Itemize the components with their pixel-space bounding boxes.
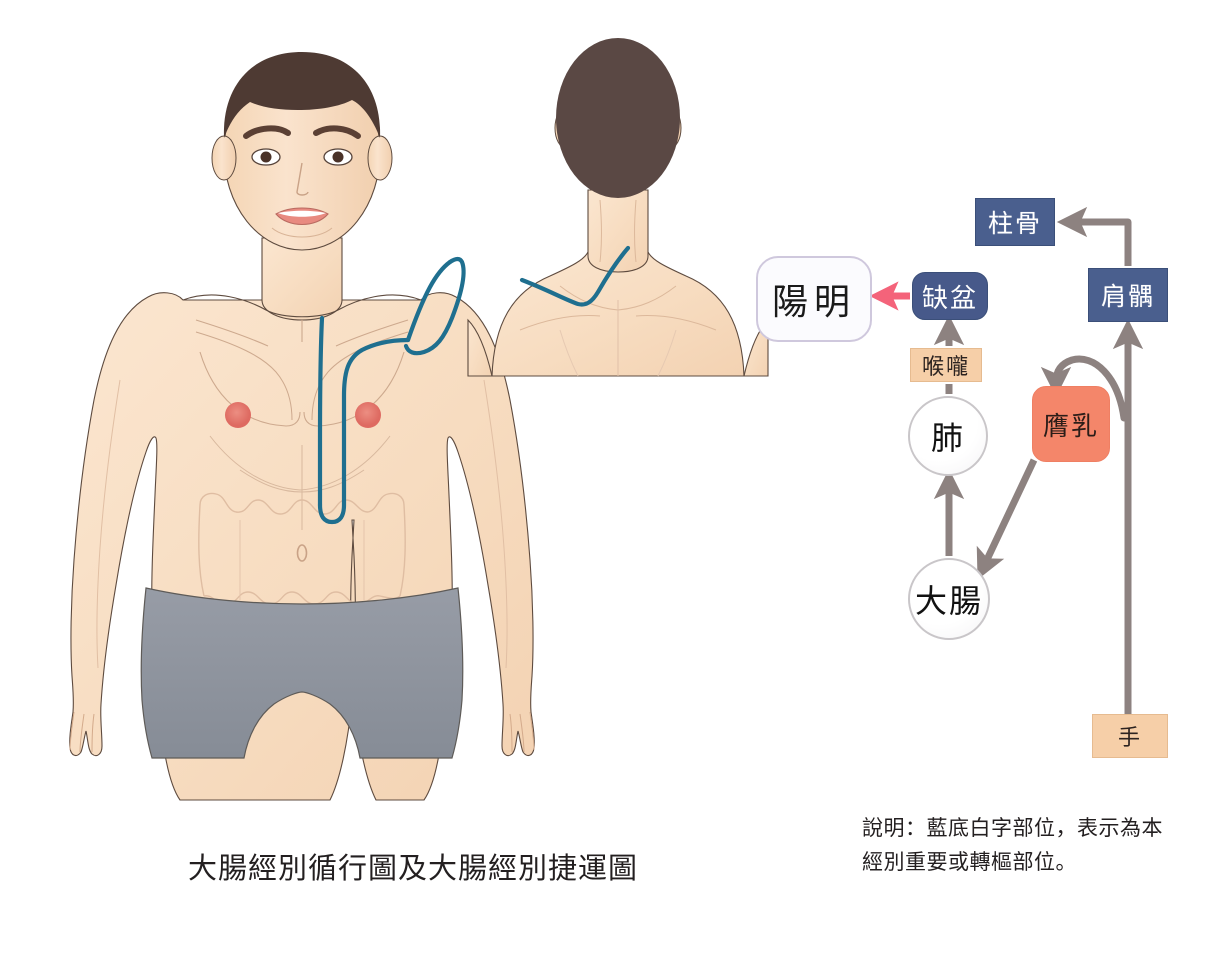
node-fei[interactable]: 肺 <box>908 396 988 476</box>
legend-note: 說明：藍底白字部位，表示為本經別重要或轉樞部位。 <box>862 817 1163 874</box>
edge-yingru-to-dachang <box>976 458 1038 580</box>
node-jianyu[interactable]: 肩髃 <box>1088 268 1168 322</box>
node-shou-label: 手 <box>1117 725 1142 750</box>
node-yangming[interactable]: 陽明 <box>756 256 872 342</box>
node-houlong-label: 喉嚨 <box>921 354 970 379</box>
edge-jianyu-to-zhugu <box>1056 206 1132 266</box>
node-yingru-label: 膺乳 <box>1042 410 1099 441</box>
main-title: 大腸經別循行圖及大腸經別捷運圖 <box>188 853 639 885</box>
node-yangming-label: 陽明 <box>771 281 856 322</box>
node-yingru[interactable]: 膺乳 <box>1032 386 1110 462</box>
node-jianyu-label: 肩髃 <box>1100 283 1155 311</box>
node-shou[interactable]: 手 <box>1092 714 1168 758</box>
node-dachang[interactable]: 大腸 <box>908 558 990 640</box>
front-body-figure <box>69 52 535 801</box>
node-fei-label: 肺 <box>930 420 965 456</box>
node-quepen-label: 缺盆 <box>921 282 978 313</box>
meridian-line-back <box>519 245 631 307</box>
node-zhugu[interactable]: 柱骨 <box>975 198 1055 246</box>
node-dachang-label: 大腸 <box>914 583 983 619</box>
node-zhugu-label: 柱骨 <box>987 210 1042 238</box>
back-neck-figure <box>467 38 769 377</box>
node-quepen[interactable]: 缺盆 <box>912 272 988 320</box>
node-houlong[interactable]: 喉嚨 <box>910 348 982 382</box>
meridian-line-front <box>317 256 466 525</box>
